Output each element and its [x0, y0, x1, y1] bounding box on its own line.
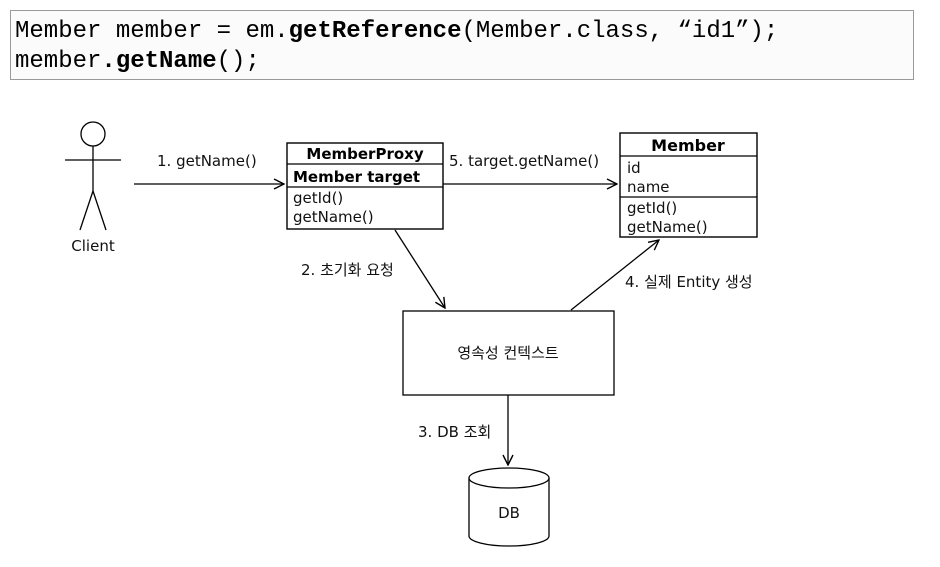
step-1-label: 1. getName(): [157, 152, 257, 170]
code-line-2: member.getName();: [15, 48, 260, 75]
member-border: [619, 132, 758, 238]
database-cylinder: DB: [468, 467, 550, 547]
db-body: [468, 478, 550, 547]
proxy-method-getname: getName(): [293, 208, 374, 226]
member-method-getid: getId(): [627, 199, 677, 217]
client-label: Client: [71, 237, 115, 255]
member-entity-box: Member id name getId() getName(): [619, 132, 758, 238]
step-4-label: 4. 실제 Entity 생성: [625, 273, 753, 291]
step-3-label: 3. DB 조회: [418, 423, 491, 441]
proxy-title: MemberProxy: [306, 145, 423, 163]
step-2-label: 2. 초기화 요청: [301, 261, 394, 279]
context-label: 영속성 컨텍스트: [457, 344, 559, 362]
proxy-border: [286, 142, 444, 230]
member-title: Member: [651, 136, 725, 155]
client-right-leg: [92, 190, 107, 231]
code-snippet: Member member = em.getReference(Member.c…: [10, 10, 914, 80]
step-5-label: 5. target.getName(): [449, 152, 599, 170]
persistence-context-box: 영속성 컨텍스트: [402, 310, 615, 396]
member-method-getname: getName(): [627, 218, 708, 236]
member-proxy-box: MemberProxy Member target getId() getNam…: [286, 142, 444, 230]
arrow-create-entity: [570, 240, 659, 311]
db-top: [468, 467, 550, 489]
client-actor: [65, 121, 121, 231]
client-left-leg: [79, 190, 94, 231]
member-field-id: id: [627, 159, 641, 177]
db-label: DB: [498, 504, 520, 522]
code-line-1: Member member = em.getReference(Member.c…: [15, 18, 779, 45]
arrow-init-request: [394, 229, 445, 308]
proxy-field-target: Member target: [293, 168, 420, 186]
context-border: [402, 310, 615, 396]
member-field-name: name: [627, 178, 670, 196]
client-head: [80, 121, 106, 147]
proxy-method-getid: getId(): [293, 189, 343, 207]
